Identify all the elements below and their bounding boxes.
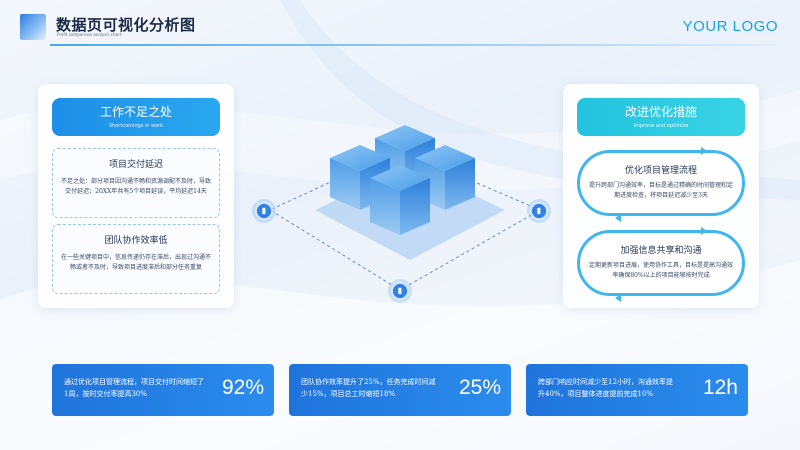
stat-value: 25% bbox=[458, 376, 501, 399]
stat-text: 跨部门响应时间减少至12小时，沟通效率提升40%，项目整体进度提前完成10% bbox=[538, 378, 673, 398]
issue-text: 不足之处：部分项目因沟通不畅和资源调配不及时，导致交付延迟；20XX年共有5个项… bbox=[61, 178, 212, 195]
issue-title: 项目交付延迟 bbox=[108, 160, 163, 170]
measure-card-communication: 加强信息共享和沟通 定期更新项目进展，使用协作工具，目标是提高沟通效率确保80%… bbox=[577, 230, 745, 296]
issue-title: 团队协作效率低 bbox=[104, 236, 168, 246]
measure-title: 优化项目管理流程 bbox=[624, 166, 697, 176]
shortcomings-header: 工作不足之处 Shortcomings in work bbox=[52, 98, 220, 136]
issue-card-team-efficiency: 团队协作效率低 在一些关键项目中，信息传递仍存在滞后，出现过沟通不畅或者不及时，… bbox=[52, 224, 220, 294]
stat-card-response: 跨部门响应时间减少至12小时，沟通效率提升40%，项目整体进度提前完成10% 1… bbox=[526, 364, 748, 416]
issue-text: 在一些关键项目中，信息传递仍存在滞后，出现过沟通不畅或者不及时，导致项目进度滞后… bbox=[61, 254, 212, 271]
stat-card-collaboration: 团队协作效率提升了25%，任务完成时间减少15%，项目总工时缩短18% 25% bbox=[289, 364, 511, 416]
brand-logo[interactable]: YOUR LOGO bbox=[682, 18, 778, 35]
arrow-right-icon bbox=[701, 147, 707, 155]
page-title: 数据页可视化分析图 bbox=[56, 16, 196, 34]
arrow-right-icon bbox=[701, 227, 707, 235]
page-subtitle: Profit comparison analysis chart bbox=[57, 32, 122, 37]
improvements-title: 改进优化措施 bbox=[624, 105, 697, 119]
bar-chart-icon: ▮ bbox=[391, 282, 409, 300]
measure-card-process: 优化项目管理流程 提升跨部门沟通效率，目标是通过精确的时间管理和定期进度检查，将… bbox=[577, 150, 745, 216]
improvements-subtitle: Improve and optimize bbox=[633, 123, 689, 129]
measure-title: 加强信息共享和沟通 bbox=[620, 246, 702, 256]
logo-mark-icon bbox=[20, 14, 46, 40]
stat-card-delivery: 通过优化项目管理流程，项目交付时间缩短了1周，按时交付率提高30% 92% bbox=[52, 364, 274, 416]
stat-value: 92% bbox=[221, 376, 264, 399]
arrow-left-icon bbox=[615, 294, 621, 302]
cube-graphic bbox=[268, 125, 542, 291]
header-divider bbox=[50, 44, 776, 46]
improvements-panel: 改进优化措施 Improve and optimize 优化项目管理流程 提升跨… bbox=[563, 84, 759, 308]
issue-card-delivery-delay: 项目交付延迟 不足之处：部分项目因沟通不畅和资源调配不及时，导致交付延迟；20X… bbox=[52, 148, 220, 218]
measure-text: 定期更新项目进展，使用协作工具，目标是提高沟通效率确保80%以上的项目能够按时完… bbox=[588, 262, 733, 279]
shortcomings-title: 工作不足之处 bbox=[99, 105, 172, 119]
measure-text: 提升跨部门沟通效率，目标是通过精确的时间管理和定期进度检查，将项目延迟减少至3天 bbox=[588, 182, 733, 199]
bar-chart-icon: ▮ bbox=[255, 202, 273, 220]
bar-chart-icon: ▮ bbox=[530, 202, 548, 220]
cube-illustration: ▮ ▮ ▮ bbox=[250, 110, 560, 310]
shortcomings-panel: 工作不足之处 Shortcomings in work 项目交付延迟 不足之处：… bbox=[38, 84, 234, 308]
stat-text: 通过优化项目管理流程，项目交付时间缩短了1周，按时交付率提高30% bbox=[64, 378, 204, 398]
shortcomings-subtitle: Shortcomings in work bbox=[108, 123, 164, 129]
improvements-header: 改进优化措施 Improve and optimize bbox=[577, 98, 745, 136]
stat-text: 团队协作效率提升了25%，任务完成时间减少15%，项目总工时缩短18% bbox=[301, 378, 436, 398]
arrow-left-icon bbox=[615, 214, 621, 222]
stat-value: 12h bbox=[702, 376, 738, 399]
